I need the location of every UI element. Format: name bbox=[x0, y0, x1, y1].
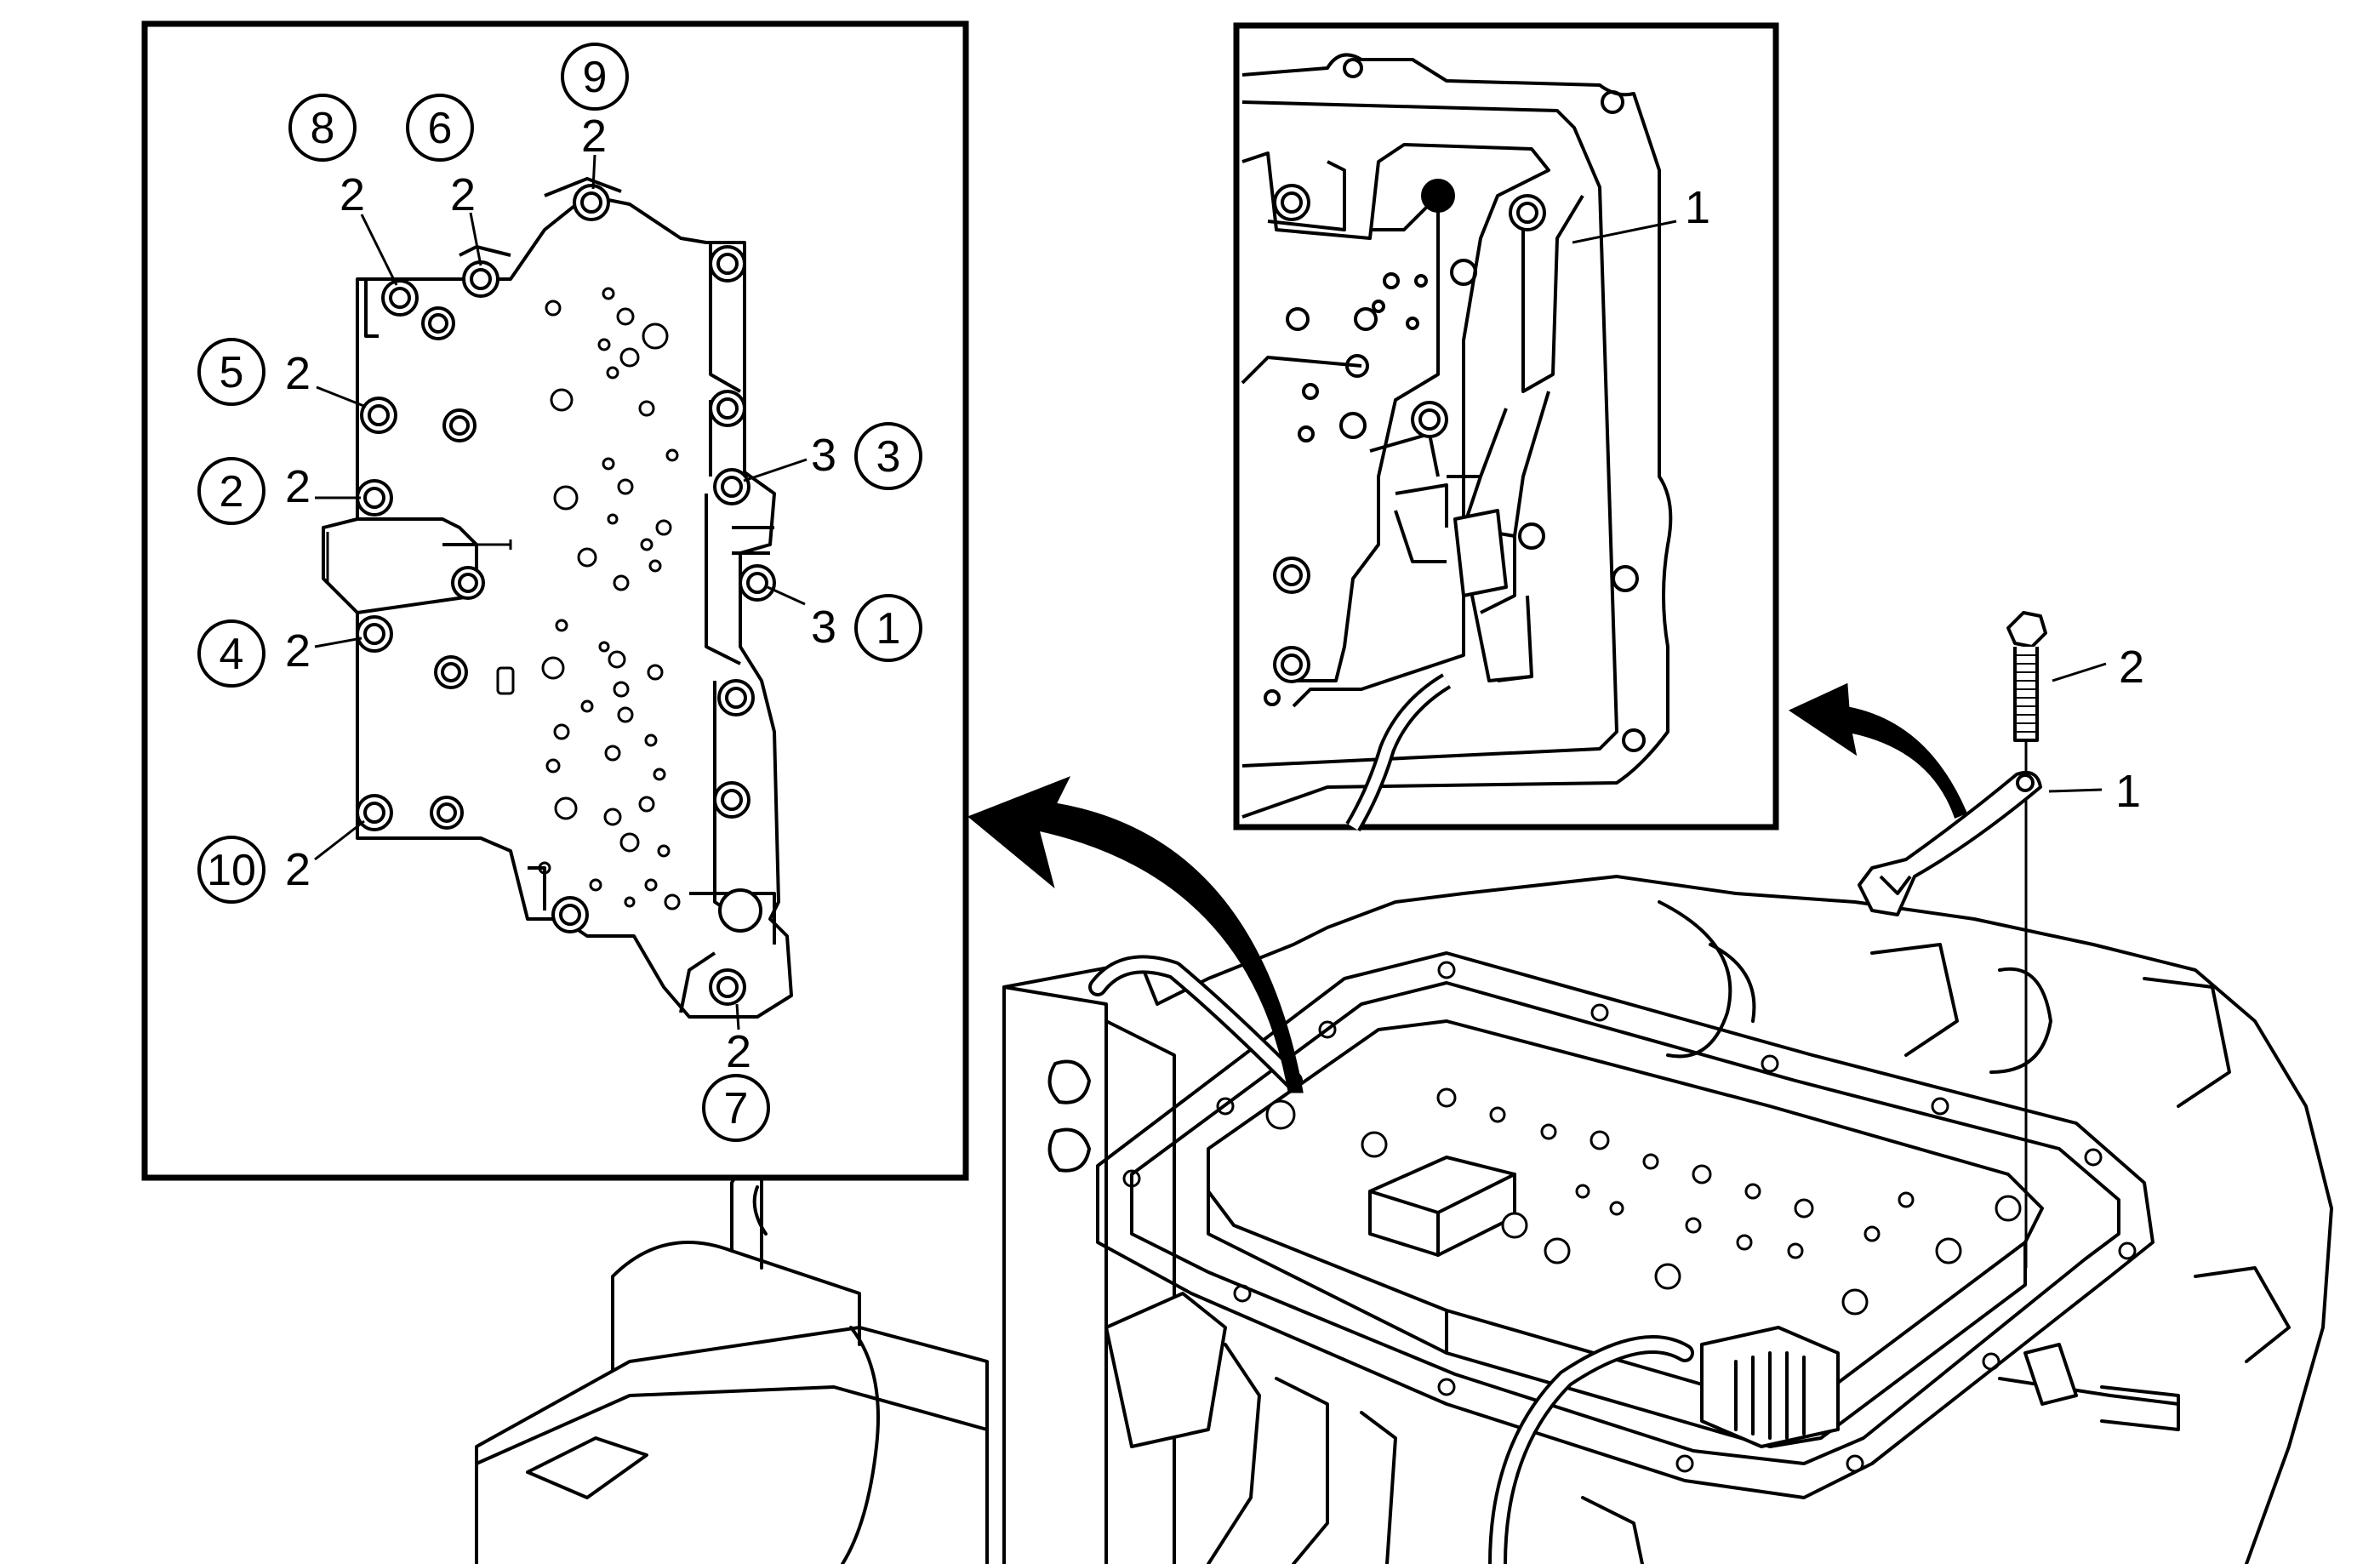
label-bolt: 2 bbox=[2119, 642, 2144, 693]
bracket-detail-leader bbox=[1572, 220, 1677, 244]
callout-5: 5 bbox=[220, 348, 244, 397]
inset-frame bbox=[141, 20, 969, 1181]
sequence-callout-numbers: 8 6 9 5 3 2 1 4 10 7 bbox=[207, 53, 900, 1133]
label-bolt-at-7: 2 bbox=[726, 1026, 751, 1077]
callout-4: 4 bbox=[220, 630, 244, 679]
callout-8: 8 bbox=[311, 104, 335, 153]
label-bolt-at-4: 2 bbox=[285, 625, 311, 676]
bracket-leader bbox=[2048, 788, 2103, 793]
callout-1: 1 bbox=[876, 604, 901, 654]
plate-passage-holes bbox=[496, 287, 681, 910]
label-bracket-detail: 1 bbox=[1685, 182, 1710, 233]
label-bolt-at-2: 2 bbox=[285, 461, 311, 512]
bracket-bolt-exploded bbox=[1858, 611, 2047, 1268]
label-bolt-at-6: 2 bbox=[450, 169, 476, 220]
label-bolt-at-8: 2 bbox=[340, 169, 365, 220]
callout-7: 7 bbox=[724, 1084, 749, 1133]
inset-part-labels: 2 2 2 2 3 2 3 2 2 2 bbox=[285, 111, 836, 1077]
label-bolt-at-9: 2 bbox=[581, 111, 607, 162]
bolt-leader bbox=[2052, 662, 2107, 682]
label-bolt-at-5: 2 bbox=[285, 348, 311, 399]
bolt-sequence-inset: 8 6 9 5 3 2 1 4 10 7 2 2 2 2 3 2 3 2 2 2 bbox=[141, 20, 969, 1181]
main-view-labels: 2 1 bbox=[2048, 642, 2144, 817]
bracket-detail-art bbox=[1241, 53, 1673, 832]
callout-10: 10 bbox=[207, 846, 256, 895]
callout-6: 6 bbox=[428, 104, 453, 153]
direction-arrows bbox=[967, 682, 1967, 1093]
callout-9: 9 bbox=[583, 53, 608, 102]
callout-2: 2 bbox=[220, 467, 244, 517]
sequence-callout-circles bbox=[197, 43, 922, 1142]
label-bolt-at-10: 2 bbox=[285, 844, 311, 895]
label-bracket: 1 bbox=[2115, 766, 2141, 817]
arrow-to-right-inset bbox=[1788, 682, 1967, 819]
arrow-to-left-inset bbox=[967, 776, 1304, 1093]
bracket-detail-inset: 1 bbox=[1233, 22, 1779, 832]
label-bolt-at-1: 3 bbox=[811, 602, 836, 653]
label-bolt-at-3: 3 bbox=[811, 430, 836, 481]
transmission-assembly-illustration bbox=[475, 875, 2333, 1564]
plate-bolts bbox=[356, 184, 776, 1006]
valve-body-plate-outline bbox=[322, 177, 793, 1019]
inset-leader-lines bbox=[314, 154, 808, 1030]
callout-3: 3 bbox=[876, 432, 901, 482]
